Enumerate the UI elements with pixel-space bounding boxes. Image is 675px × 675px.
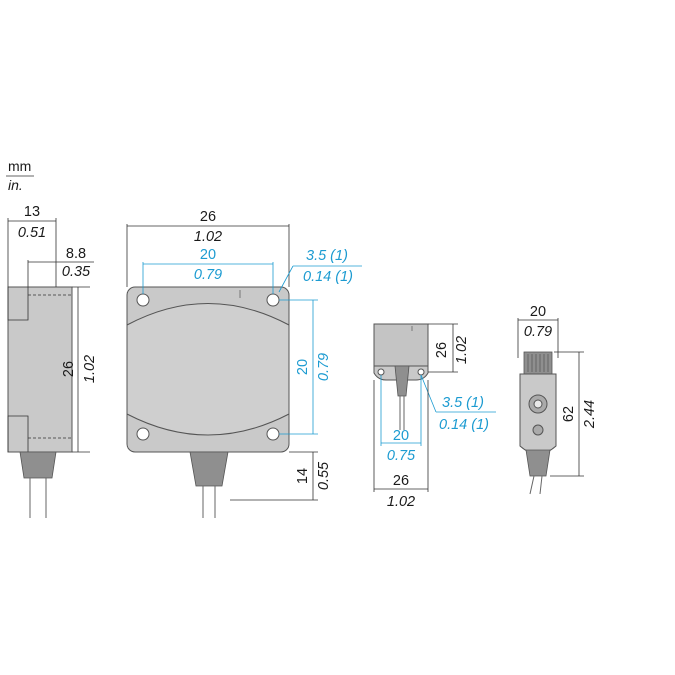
front-hole-dia-in: 0.14 (1) bbox=[303, 269, 353, 285]
front-view: 26 1.02 20 0.79 3.5 (1) 0.14 (1) 20 0.79… bbox=[126, 209, 362, 518]
connector-cable-2 bbox=[539, 475, 543, 495]
top-view-block bbox=[373, 323, 429, 367]
front-view-gland bbox=[189, 451, 229, 487]
side-width-mm: 13 bbox=[24, 204, 40, 220]
front-hole-spacing-in: 0.79 bbox=[194, 267, 222, 283]
front-hole-dia-mm: 3.5 (1) bbox=[306, 248, 348, 264]
unit-in: in. bbox=[8, 177, 23, 193]
front-vert-spacing-mm: 20 bbox=[295, 359, 311, 375]
top-width-mm: 26 bbox=[393, 473, 409, 489]
dim-leader bbox=[278, 265, 294, 293]
front-view-face bbox=[126, 303, 290, 436]
mount-hole-bl bbox=[136, 427, 150, 441]
side-view-gland bbox=[19, 451, 57, 479]
front-vert-spacing-in: 0.79 bbox=[316, 353, 332, 381]
top-width-in: 1.02 bbox=[387, 494, 415, 510]
mount-hole-br bbox=[266, 427, 280, 441]
front-width-mm: 26 bbox=[200, 209, 216, 225]
top-height-mm: 26 bbox=[434, 342, 450, 358]
top-hole-dia-mm: 3.5 (1) bbox=[442, 395, 484, 411]
side-view: 13 0.51 8.8 0.35 26 1.02 bbox=[7, 204, 98, 518]
side-depth-in: 0.35 bbox=[62, 264, 91, 280]
side-height-in: 1.02 bbox=[82, 355, 98, 383]
connector-width-mm: 20 bbox=[530, 304, 546, 320]
top-height-in: 1.02 bbox=[454, 336, 470, 364]
top-hole-dia-in: 0.14 (1) bbox=[439, 417, 489, 433]
connector-cable bbox=[529, 475, 535, 495]
connector-length-in: 2.44 bbox=[582, 400, 598, 429]
top-view: 26 1.02 3.5 (1) 0.14 (1) 20 0.75 26 1.02 bbox=[373, 323, 496, 510]
connector-view: 20 0.79 62 2.44 bbox=[517, 304, 598, 495]
connector-gland bbox=[525, 449, 551, 477]
front-width-in: 1.02 bbox=[194, 229, 222, 245]
connector-led-inner bbox=[533, 399, 543, 409]
side-view-notch-bottom bbox=[7, 415, 29, 452]
top-hole-spacing-in: 0.75 bbox=[387, 448, 416, 464]
front-hole-spacing-mm: 20 bbox=[200, 247, 216, 263]
side-depth-mm: 8.8 bbox=[66, 246, 86, 262]
front-cable-exit-in: 0.55 bbox=[316, 461, 332, 490]
mount-hole-tl bbox=[136, 293, 150, 307]
top-hole-right bbox=[417, 368, 425, 376]
side-width-in: 0.51 bbox=[18, 225, 46, 241]
top-hole-spacing-mm: 20 bbox=[393, 428, 409, 444]
units-legend: mm in. bbox=[6, 158, 34, 193]
connector-body bbox=[519, 373, 557, 455]
top-view-gland bbox=[394, 365, 410, 397]
connector-led-small bbox=[532, 424, 544, 436]
unit-mm: mm bbox=[8, 158, 31, 174]
connector-width-in: 0.79 bbox=[524, 324, 552, 340]
side-height-mm: 26 bbox=[61, 361, 77, 377]
top-hole-left bbox=[377, 368, 385, 376]
mount-hole-tr bbox=[266, 293, 280, 307]
connector-length-mm: 62 bbox=[561, 406, 577, 422]
side-view-notch-top bbox=[7, 287, 29, 321]
dim-leader bbox=[420, 374, 437, 413]
front-cable-exit-mm: 14 bbox=[295, 468, 311, 484]
